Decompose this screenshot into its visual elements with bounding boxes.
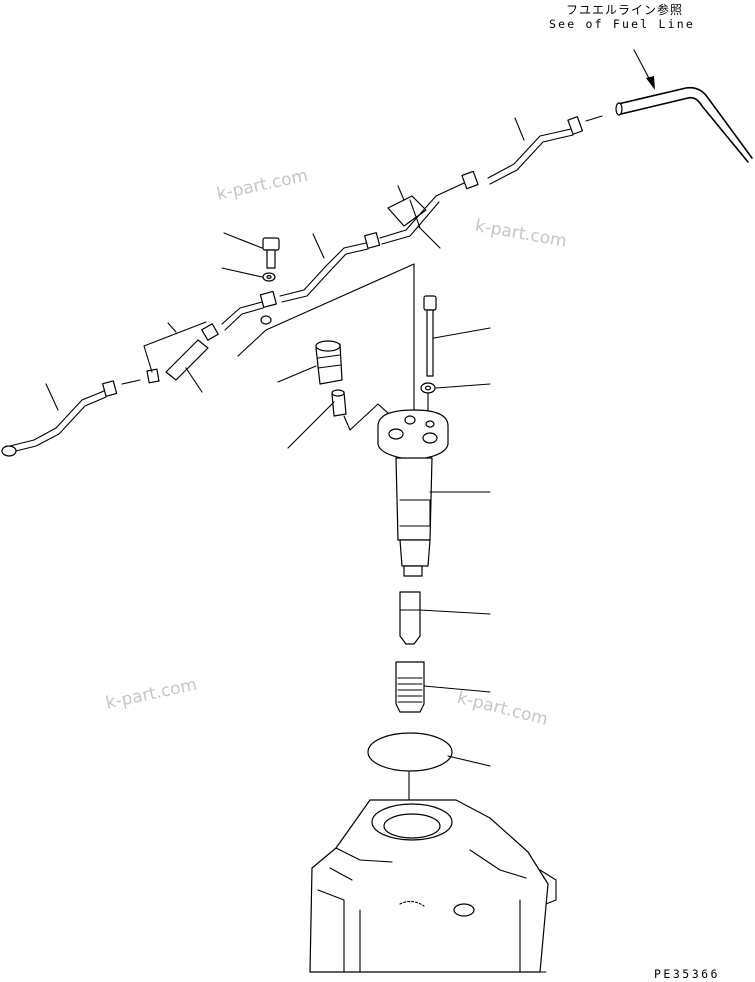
seal-ring <box>367 732 453 772</box>
leader-hose-1 <box>143 321 207 373</box>
leader-seal-ring <box>447 755 491 767</box>
bleeder-screw <box>331 389 347 417</box>
leader-pipe-2 <box>312 233 325 259</box>
leader-clamp-2 <box>417 225 441 249</box>
leader-nozzle-tip <box>419 609 491 615</box>
injector-flange <box>377 409 449 461</box>
fuel-pipe-segment-3 <box>1 379 141 457</box>
nozzle-sleeve <box>395 661 425 713</box>
pipe-clamp <box>387 195 427 229</box>
fuel-line-note-english: See of Fuel Line <box>549 17 695 31</box>
gasket-small <box>237 263 415 413</box>
bleeder-cap <box>315 340 343 385</box>
fuel-line-arrow <box>633 49 655 90</box>
long-bolt <box>423 295 437 377</box>
cylinder-head <box>309 799 557 973</box>
leader-hose-2 <box>185 367 203 393</box>
leader-nozzle-sleeve <box>423 685 491 693</box>
washer-small <box>221 267 276 282</box>
fuel-line-note-japanese: フユエルライン参照 <box>566 3 684 17</box>
leader-long-bolt <box>433 327 491 339</box>
leader-pipe-1 <box>514 117 525 141</box>
leader-washer-large <box>427 383 491 411</box>
leader-bleeder-cap <box>277 365 317 383</box>
leader-clamp-1 <box>397 185 405 201</box>
drawing-number: PE35366 <box>654 967 720 981</box>
leader-pipe-3 <box>45 383 59 411</box>
fuel-pipe-segment-1 <box>435 115 603 197</box>
nozzle-tip <box>399 591 421 645</box>
fuel-pipe-segment-2 <box>221 195 440 331</box>
injector-body <box>395 457 433 577</box>
bolt-small <box>223 232 280 269</box>
fuel-line-pipe <box>615 86 753 163</box>
fuel-hose <box>146 323 219 384</box>
washer-large <box>420 382 436 394</box>
